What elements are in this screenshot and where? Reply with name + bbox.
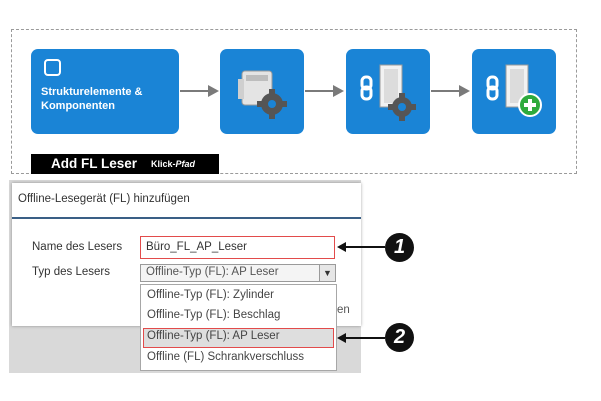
dropdown-option-zylinder[interactable]: Offline-Typ (FL): Zylinder [147, 289, 274, 301]
tile-structure-components[interactable]: Strukturelemente & Komponenten [31, 49, 179, 134]
flow-arrow-3 [431, 85, 470, 97]
checkbox-icon [44, 59, 61, 76]
flow-arrow-1 [180, 85, 219, 97]
chevron-down-icon[interactable]: ▼ [319, 265, 335, 281]
workflow-frame [11, 29, 577, 174]
hidden-button-text: en [337, 304, 350, 316]
device-gear-icon [238, 70, 287, 119]
callout-2-arrowhead [337, 333, 346, 343]
banner-subtitle-italic: Pfad [175, 159, 196, 169]
dialog-title: Offline-Lesegerät (FL) hinzufügen [18, 193, 190, 205]
reader-type-select[interactable]: Offline-Typ (FL): AP Leser ▼ [140, 264, 336, 282]
callout-2-badge: 2 [385, 323, 414, 352]
banner-subtitle: Klick-Pfad [151, 159, 195, 169]
banner-subtitle-prefix: Klick- [151, 159, 176, 169]
reader-name-input[interactable]: Büro_FL_AP_Leser [140, 236, 335, 259]
add-fl-leser-banner: Add FL Leser Klick-Pfad [31, 154, 219, 174]
tile-door-link-add[interactable] [472, 49, 556, 134]
flow-arrow-2 [305, 85, 344, 97]
tile-structure-label: Strukturelemente & Komponenten [41, 86, 143, 112]
callout-1-badge: 1 [385, 233, 414, 262]
dialog-title-divider [12, 217, 361, 219]
tile-device-config[interactable] [220, 49, 304, 134]
dropdown-option-ap-leser[interactable]: Offline-Typ (FL): AP Leser [143, 328, 334, 348]
callout-1-arrowhead [337, 242, 346, 252]
banner-title: Add FL Leser [51, 156, 138, 171]
reader-name-label: Name des Lesers [32, 241, 123, 253]
door-link-gear-icon [360, 64, 416, 121]
callout-1-line [345, 246, 385, 248]
tile-door-link-config[interactable] [346, 49, 430, 134]
door-link-add-icon [486, 64, 542, 117]
callout-2-line [345, 337, 385, 339]
dropdown-option-schrankverschluss[interactable]: Offline (FL) Schrankverschluss [147, 351, 305, 363]
reader-type-label: Typ des Lesers [32, 266, 110, 278]
dropdown-option-beschlag[interactable]: Offline-Typ (FL): Beschlag [147, 309, 281, 321]
reader-type-dropdown: Offline-Typ (FL): Zylinder Offline-Typ (… [140, 284, 337, 371]
reader-type-value: Offline-Typ (FL): AP Leser [146, 266, 279, 278]
